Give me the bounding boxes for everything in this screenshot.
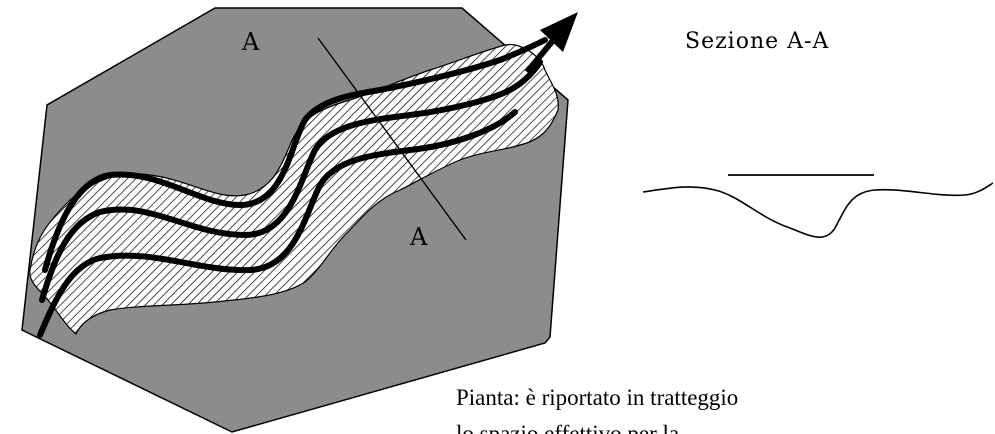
caption-line-2: lo spazio effettivo per la — [456, 421, 680, 434]
river-channel-1 — [42, 37, 548, 273]
caption-line-1: Pianta: è riportato in tratteggio — [456, 385, 739, 410]
label-a-bottom: A — [409, 223, 428, 251]
flow-arrow-shaft — [524, 36, 558, 74]
river-channel-3 — [37, 109, 518, 338]
river-channel-2 — [39, 59, 543, 303]
section-line-a-a — [317, 37, 467, 241]
caption: Pianta: è riportato in tratteggio lo spa… — [456, 380, 976, 434]
section-profile — [642, 182, 994, 238]
label-a-top: A — [241, 28, 260, 56]
flow-arrow-head — [540, 12, 578, 52]
section-title: Sezione A-A — [685, 29, 829, 54]
